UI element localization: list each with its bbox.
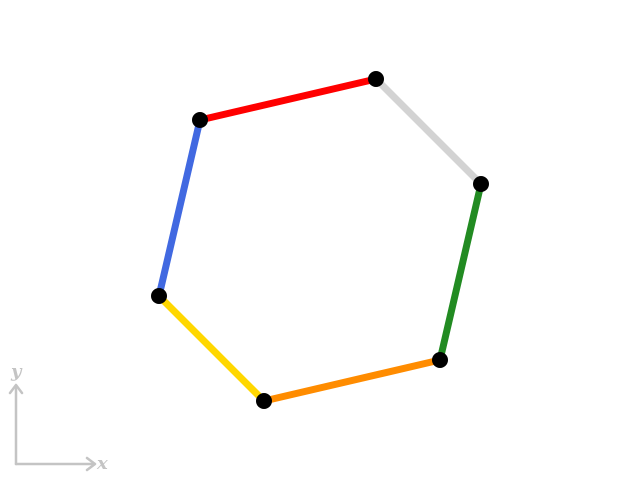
vertex-f (151, 288, 167, 304)
axis-indicator: x y (8, 361, 108, 474)
vertex-e (256, 393, 272, 409)
edge-e-f (156, 293, 267, 404)
y-axis-arrowhead (8, 383, 24, 395)
vertex-b (368, 71, 384, 87)
y-axis-label: y (10, 361, 23, 382)
hexagon-vertices (151, 71, 489, 409)
edge-b-c (373, 76, 484, 187)
vertex-a (192, 112, 208, 128)
vertex-c (473, 176, 489, 192)
edge-a-b (199, 75, 377, 124)
x-axis-arrowhead (85, 456, 97, 472)
edge-f-a (155, 119, 204, 297)
x-axis-label: x (96, 453, 108, 474)
hexagon-edges (155, 75, 485, 405)
edge-d-e (263, 356, 441, 405)
edge-c-d (436, 183, 485, 361)
vertex-d (432, 352, 448, 368)
